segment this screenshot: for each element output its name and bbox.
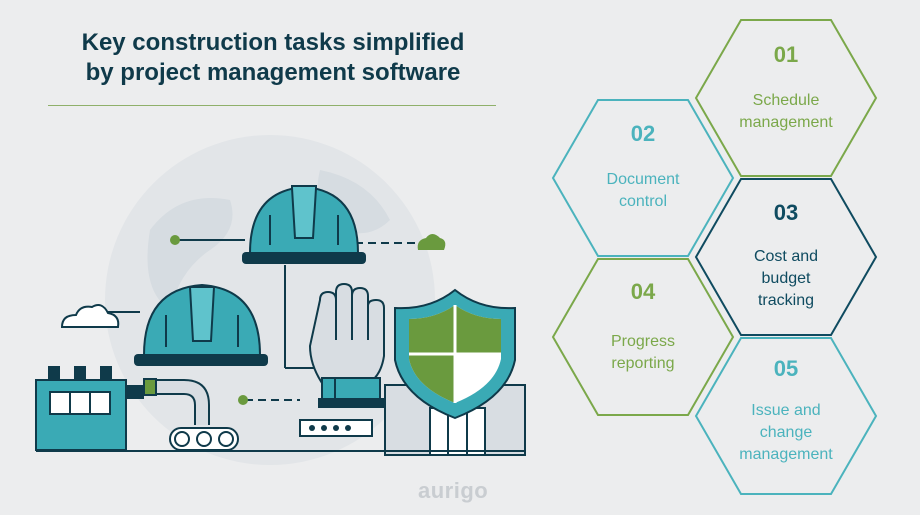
step-number: 01 [774, 42, 798, 67]
cloud-icon [60, 304, 120, 328]
step-label-line: Issue and [751, 402, 820, 419]
step-label-line: budget [762, 270, 811, 287]
step-label-line: management [739, 114, 833, 131]
step-label-line: tracking [758, 292, 814, 309]
step-label-line: change [760, 424, 813, 441]
step-label-line: Schedule [753, 92, 820, 109]
step-number: 04 [631, 279, 656, 304]
page-title: Key construction tasks simplified by pro… [48, 28, 498, 88]
title-divider [48, 105, 496, 106]
step-label-line: control [619, 193, 667, 210]
brand-logo: aurigo [418, 478, 489, 503]
glove-icon [308, 282, 385, 408]
hard-hat-icon [134, 283, 268, 366]
conveyor-icon [169, 419, 373, 451]
step-label-line: Progress [611, 333, 675, 350]
step-hex-04: 04 Progress reporting [551, 258, 735, 416]
step-label-line: reporting [611, 355, 674, 372]
step-number: 02 [631, 121, 655, 146]
cloud-icon [417, 234, 446, 250]
title-line-1: Key construction tasks simplified [81, 29, 465, 56]
hard-hat-icon [242, 185, 366, 264]
title-line-2: by project management software [85, 59, 461, 86]
pipe [143, 378, 210, 425]
step-hex-03: 03 Cost and budget tracking [694, 178, 878, 336]
step-hex-01: 01 Schedule management [694, 19, 878, 177]
step-label-line: management [739, 446, 833, 463]
step-hex-02: 02 Document control [551, 99, 735, 257]
step-label-line: Document [607, 171, 680, 188]
step-number: 03 [774, 200, 798, 225]
step-label-line: Cost and [754, 248, 818, 265]
step-hex-05: 05 Issue and change management [694, 337, 878, 495]
step-number: 05 [774, 356, 798, 381]
shield-icon [394, 288, 516, 420]
